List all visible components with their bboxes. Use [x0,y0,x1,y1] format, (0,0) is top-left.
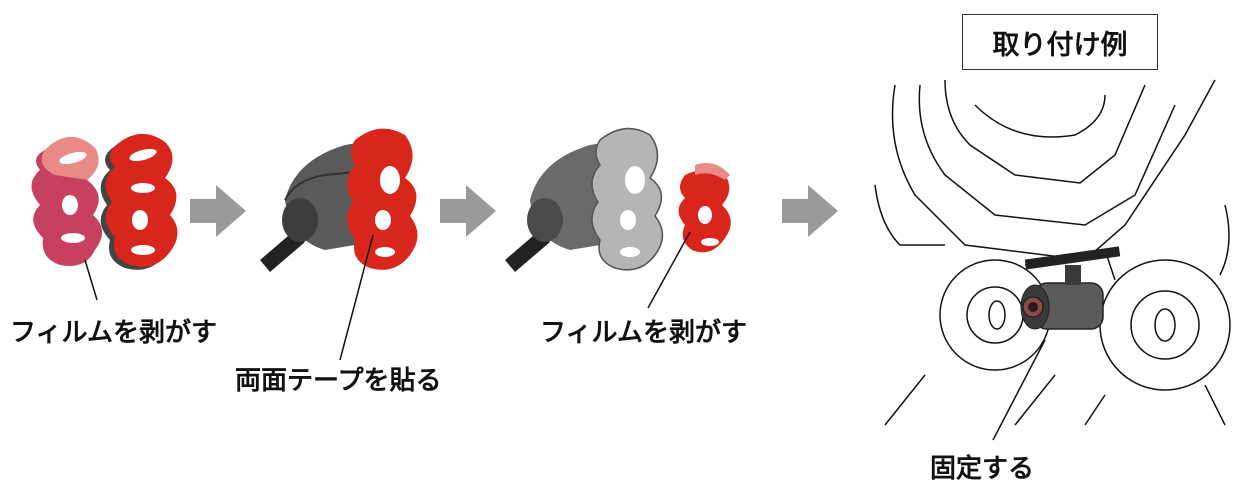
motorcycle-icon [874,79,1231,441]
example-title-box: 取り付け例 [962,14,1158,70]
step-arrow-icon [190,185,246,237]
step-label: フィルムを剥がす [10,318,217,348]
step-arrow-icon [782,185,838,237]
example-title: 取り付け例 [992,29,1128,61]
step-label: 両面テープを貼る [235,366,442,396]
film-and-tape-illustration [31,133,178,301]
bracket-icon [591,127,664,271]
film-icon [678,162,731,253]
step-label: フィルムを剥がす [540,318,747,348]
camera-with-tape-illustration [260,128,418,361]
step-label: 固定する [930,454,1035,484]
tape-icon [346,128,418,270]
film-icon [31,136,103,266]
step-arrow-icon [440,185,496,237]
tape-icon [100,133,178,270]
camera-peeled-illustration [505,127,731,309]
camera-icon [1020,265,1104,330]
